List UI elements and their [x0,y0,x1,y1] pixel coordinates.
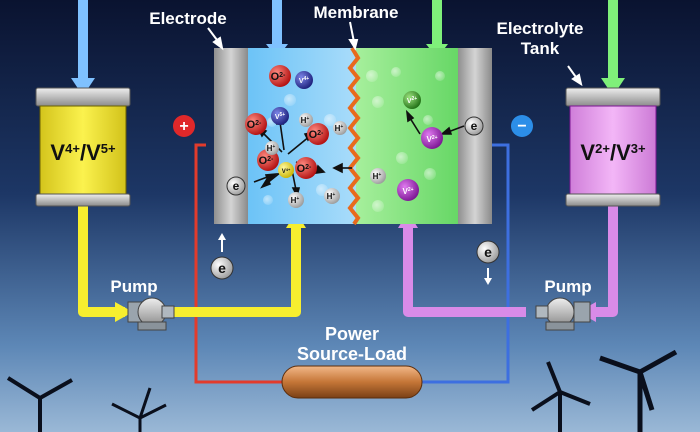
ion-v2-green: V2+ [403,91,421,109]
negative-terminal-icon: − [511,115,533,137]
svg-text:V2+: V2+ [402,187,413,196]
electron-flow-right: e [476,240,500,285]
svg-text:O2-: O2- [259,155,274,167]
membrane-line [347,46,361,226]
positive-wire [194,143,282,384]
ion-o2-red: O2- [307,123,329,145]
power-label-line2: Source-Load [297,344,407,364]
ion-h-white: H+ [288,192,304,208]
right-tank-label: V2+/V3+ [580,140,646,165]
electron-icon: e [464,116,484,136]
left-electrode-plate [214,48,248,224]
electrolyte-tank-label-line2: Tank [521,39,560,58]
ion-h-white: H+ [370,168,386,184]
svg-text:e: e [471,119,478,133]
svg-text:H+: H+ [267,144,276,153]
right-pump-icon [535,297,591,331]
left-pump-label: Pump [110,277,157,296]
membrane-label: Membrane [313,3,398,22]
svg-text:e: e [233,179,240,193]
power-label-line1: Power [325,324,379,344]
electrode-label: Electrode [149,9,226,28]
flow-cell [214,46,492,226]
electrolyte-tank-label-line1: Electrolyte [497,19,584,38]
background-ions [263,67,445,212]
ion-h-white: H+ [333,121,347,135]
left-pump-icon [127,297,175,331]
electron-icon: e [226,176,246,196]
wind-turbine-icon [111,387,167,432]
svg-text:H+: H+ [291,196,300,205]
ion-h-white: H+ [324,188,340,204]
right-electrolyte-tank: V2+/V3+ [565,87,661,207]
svg-text:H+: H+ [373,172,382,181]
wind-turbine-icons [6,349,678,432]
yellow-electrolyte-flow [78,202,301,317]
svg-text:V5+: V5+ [275,112,285,121]
label-pointers [207,21,583,87]
negative-wire [422,143,510,384]
ion-h-white: H+ [265,141,279,155]
right-electrode-plate [458,48,492,224]
left-electrolyte-tank: V4+/V5+ [35,87,131,207]
svg-text:H+: H+ [327,192,336,201]
svg-text:e: e [484,244,492,260]
arrow-down-icon [601,78,625,96]
svg-text:+: + [179,118,188,135]
arrow-down-icon [71,78,95,96]
svg-text:O2-: O2- [247,119,262,131]
svg-text:H+: H+ [335,124,344,133]
ion-o2-red: O2- [269,65,291,87]
cell-blue-inlet-pipe [272,0,282,50]
ion-o2-red: O2- [245,113,267,135]
ion-v5-navy: V5+ [271,107,289,125]
svg-text:O2-: O2- [297,163,312,175]
inlet-pipes [71,0,625,96]
svg-text:V4+: V4+ [299,76,309,85]
svg-text:O2-: O2- [309,129,324,141]
svg-text:V2+: V2+ [426,135,437,144]
ion-v2-purple: V2+ [421,127,443,149]
wind-turbine-icon [6,376,73,432]
svg-text:e: e [218,260,226,276]
svg-text:O2-: O2- [271,71,286,83]
right-tank-inlet-pipe [608,0,618,92]
purple-electrolyte-flow [403,202,618,317]
ion-h-white: H+ [299,113,313,127]
left-tank-label: V4+/V5+ [50,140,116,165]
positive-terminal-icon: + [173,115,195,137]
left-tank-inlet-pipe [78,0,88,92]
svg-text:V2+: V2+ [407,96,417,105]
wind-turbine-icon [530,361,591,432]
right-pump-label: Pump [544,277,591,296]
arrow-right-icon [115,302,133,322]
wind-turbine-icon [599,349,678,432]
svg-text:−: − [517,118,526,135]
svg-text:H+: H+ [301,116,310,125]
ion-v4-yellow: V4+ [278,162,294,178]
ion-v4-navy: V4+ [295,71,313,89]
ion-o2-red: O2- [295,157,317,179]
svg-text:V4+: V4+ [282,167,291,176]
power-source-load-icon [281,365,423,399]
circuit-wires [194,143,510,384]
ion-v2-purple: V2+ [397,179,419,201]
electron-flow-left: e [210,233,234,280]
cell-green-inlet-pipe [432,0,442,50]
